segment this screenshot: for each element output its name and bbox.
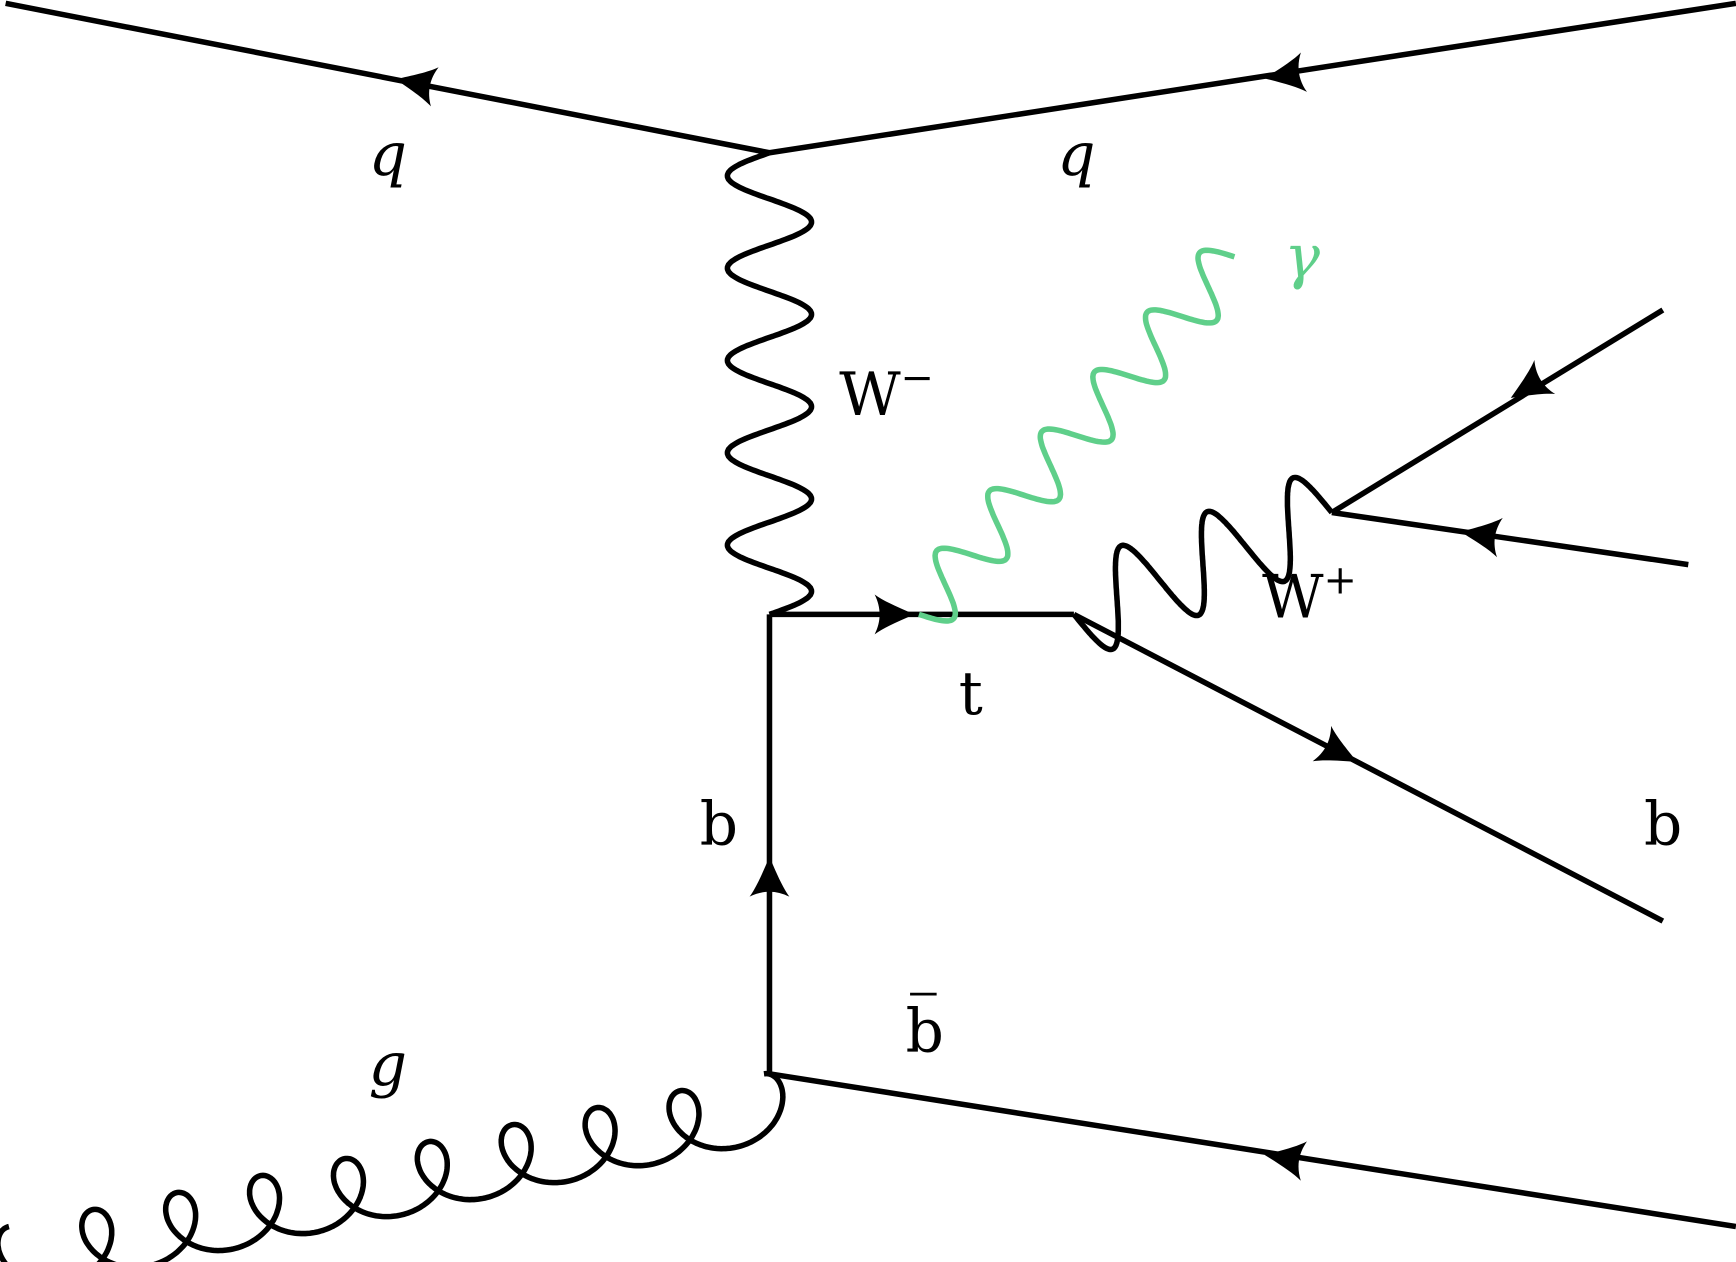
label-q-right: q bbox=[1057, 121, 1095, 190]
photon-line bbox=[918, 247, 1236, 624]
arrow-b-outgoing bbox=[1312, 725, 1358, 762]
label-gluon: g bbox=[369, 1031, 407, 1100]
label-w-minus: W− bbox=[839, 355, 934, 430]
w-plus-line bbox=[1071, 474, 1334, 653]
quark-line-top-right bbox=[769, 0, 1736, 156]
arrow-w-decay-lower bbox=[1460, 517, 1503, 558]
label-q-left: q bbox=[369, 121, 407, 190]
w-decay-fermion-upper bbox=[1330, 307, 1665, 515]
arrow-b-bar bbox=[1264, 1141, 1308, 1181]
quark-line-top-left bbox=[5, 0, 771, 156]
arrow-quark-top-right bbox=[1264, 52, 1307, 92]
arrow-b-internal bbox=[749, 856, 790, 897]
w-minus-propagator bbox=[724, 150, 815, 618]
label-w-plus: W+ bbox=[1262, 557, 1357, 632]
arrow-w-decay-upper bbox=[1510, 360, 1556, 398]
gluon-line bbox=[0, 1070, 786, 1262]
label-b-internal: b bbox=[700, 791, 738, 860]
b-quark-outgoing-line bbox=[1072, 611, 1665, 924]
label-b-bar: b bbox=[906, 992, 944, 1067]
w-decay-fermion-lower bbox=[1331, 509, 1689, 568]
label-photon: γ bbox=[1284, 223, 1320, 292]
arrow-top-quark bbox=[874, 594, 915, 635]
b-bar-line bbox=[769, 1071, 1736, 1230]
label-b-out: b bbox=[1644, 791, 1682, 860]
arrow-quark-top-left bbox=[395, 67, 439, 107]
label-top: t bbox=[959, 660, 983, 729]
svg-text:b: b bbox=[906, 998, 944, 1067]
